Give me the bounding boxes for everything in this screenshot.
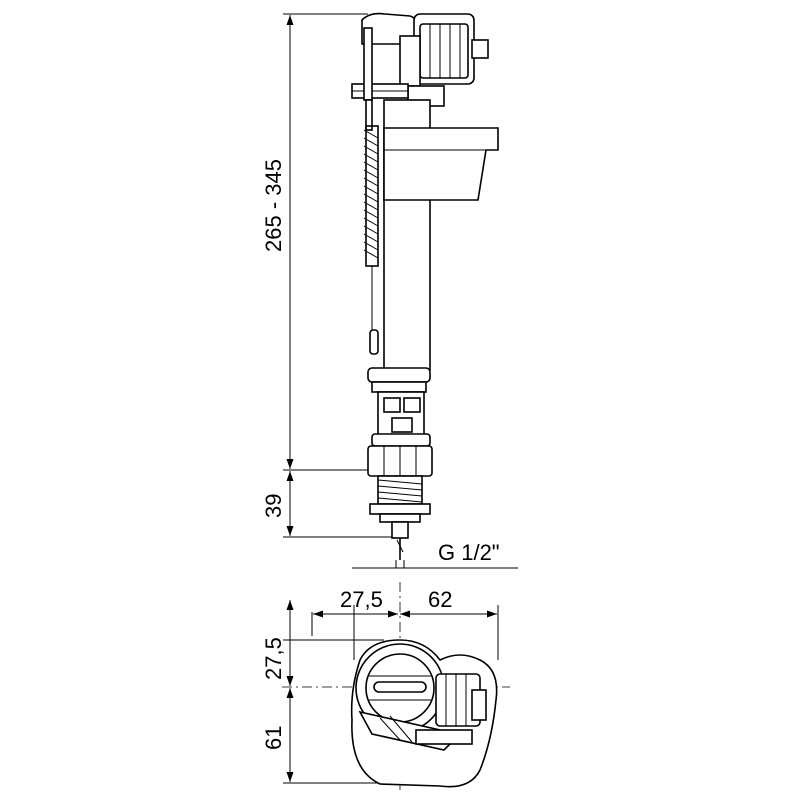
plan-view bbox=[282, 582, 510, 790]
offset-right-label: 62 bbox=[428, 587, 452, 612]
thread-size-label: G 1/2" bbox=[438, 540, 500, 565]
height-range-label: 265 - 345 bbox=[261, 159, 286, 252]
thread-length-label: 39 bbox=[261, 494, 286, 518]
float-cup bbox=[383, 127, 499, 201]
offset-left-label: 27,5 bbox=[340, 587, 383, 612]
side-view bbox=[283, 12, 518, 569]
plan-upper-label: 27,5 bbox=[261, 637, 286, 680]
plan-lower-label: 61 bbox=[261, 726, 286, 750]
